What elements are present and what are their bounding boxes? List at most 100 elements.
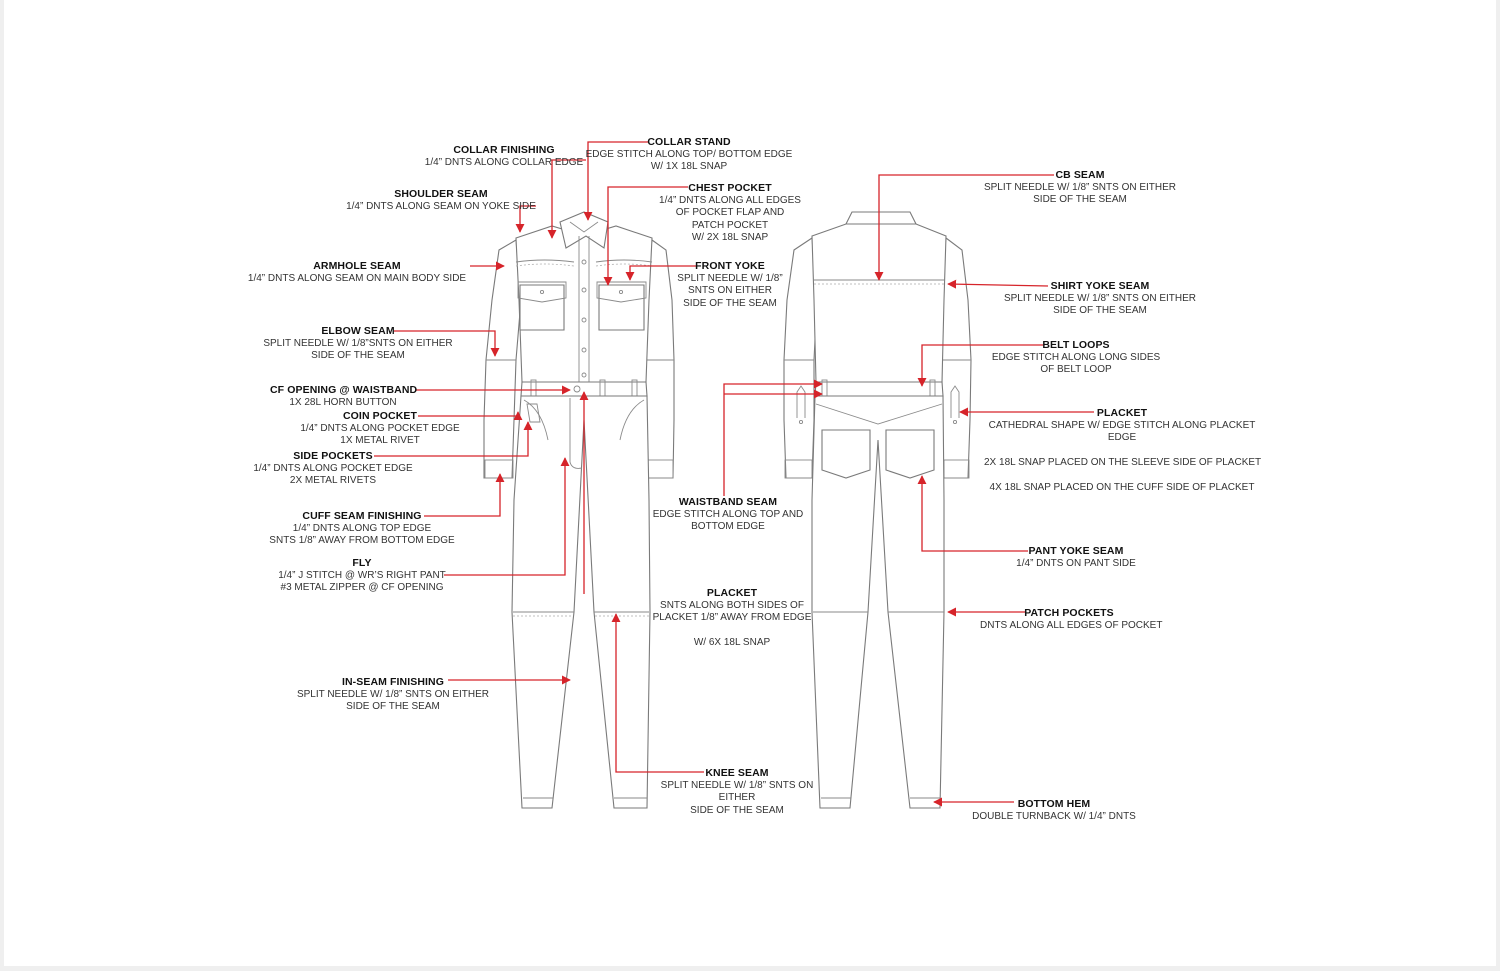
callout-desc: 4X 18L SNAP PLACED ON THE CUFF SIDE OF P…	[989, 482, 1255, 493]
callout-desc: 1/4” DNTS ALONG POCKET EDGE	[253, 462, 413, 474]
callout-desc: W/ 1X 18L SNAP	[650, 161, 728, 172]
callout-desc: SPLIT NEEDLE W/ 1/8” SNTS ON EITHER	[1003, 292, 1197, 304]
callout-title: WAISTBAND SEAM	[678, 496, 778, 508]
callout-title: COLLAR FINISHING	[453, 144, 555, 156]
callout-desc: 1/4” J STITCH @ WR’S RIGHT PANT	[278, 569, 446, 581]
callout-desc: EDGE STITCH ALONG TOP/ BOTTOM EDGE	[585, 148, 793, 160]
callout-elbow-seam: ELBOW SEAM SPLIT NEEDLE W/ 1/8”SNTS ON E…	[260, 325, 456, 363]
leader-cb-seam	[874, 174, 1054, 281]
chest-pocket-left	[519, 284, 565, 331]
callout-desc: EDGE STITCH ALONG TOP AND	[652, 508, 804, 520]
callout-title: SHOULDER SEAM	[394, 188, 488, 200]
leader-waistband-seam-back-1	[723, 379, 823, 496]
callout-title: ARMHOLE SEAM	[313, 260, 401, 272]
callout-desc: 1/4” DNTS ALONG TOP EDGE	[292, 522, 432, 534]
callout-title: PLACKET	[706, 587, 758, 599]
callout-desc: SNTS ALONG BOTH SIDES OF	[660, 599, 804, 611]
callout-desc	[984, 445, 1260, 458]
callout-desc: EDGE STITCH ALONG LONG SIDES	[991, 351, 1161, 363]
leader-chest-pocket	[603, 186, 688, 286]
callout-in-seam: IN-SEAM FINISHING SPLIT NEEDLE W/ 1/8” S…	[294, 676, 492, 714]
callout-desc: 1X 28L HORN BUTTON	[289, 396, 397, 408]
callout-front-yoke: FRONT YOKE SPLIT NEEDLE W/ 1/8” SNTS ON …	[670, 260, 790, 310]
front-view-sketch	[483, 211, 675, 809]
callout-desc: 1/4” DNTS ALONG ALL EDGES	[659, 194, 801, 206]
callout-desc: 1X METAL RIVET	[340, 435, 420, 446]
callout-placket-front: PLACKET SNTS ALONG BOTH SIDES OF PLACKET…	[644, 587, 820, 650]
leader-collar-stand	[583, 141, 648, 221]
callout-desc: W/ 2X 18L SNAP	[691, 232, 769, 243]
callout-title: FLY	[352, 557, 372, 569]
leader-fly	[444, 457, 570, 576]
callout-desc: DNTS ALONG ALL EDGES OF POCKET	[980, 619, 1163, 631]
callout-desc: SIDE OF THE SEAM	[1053, 305, 1147, 316]
leader-collar-finishing	[547, 159, 586, 239]
leader-side-pockets	[374, 421, 533, 457]
callout-title: SIDE POCKETS	[293, 450, 373, 462]
back-pants	[811, 395, 945, 809]
back-waistband	[814, 381, 944, 397]
callout-desc: 1/4” DNTS ON PANT SIDE	[1016, 557, 1136, 569]
leader-pant-yoke-seam	[917, 475, 1028, 552]
callout-side-pockets: SIDE POCKETS 1/4” DNTS ALONG POCKET EDGE…	[250, 450, 416, 488]
callout-waistband-seam: WAISTBAND SEAM EDGE STITCH ALONG TOP AND…	[648, 496, 808, 534]
leader-knee-seam	[611, 613, 704, 773]
callout-title: CHEST POCKET	[688, 182, 772, 194]
callout-title: CB SEAM	[1055, 169, 1105, 181]
leader-front-yoke	[625, 265, 696, 281]
callout-title: COIN POCKET	[342, 410, 418, 422]
callout-title: ELBOW SEAM	[321, 325, 395, 337]
callout-desc: SPLIT NEEDLE W/ 1/8” SNTS ON EITHER	[983, 181, 1177, 193]
callout-desc: SPLIT NEEDLE W/ 1/8” SNTS ON EITHER	[296, 688, 490, 700]
back-pocket-left	[821, 429, 871, 479]
garment-sketches	[374, 141, 1094, 809]
leader-coin-pocket	[418, 411, 523, 421]
callout-collar-finishing: COLLAR FINISHING 1/4” DNTS ALONG COLLAR …	[424, 144, 584, 169]
callout-desc: 1/4” DNTS ALONG SEAM ON YOKE SIDE	[346, 200, 536, 212]
callout-desc: PATCH POCKET	[691, 219, 769, 231]
callout-armhole-seam: ARMHOLE SEAM 1/4” DNTS ALONG SEAM ON MAI…	[244, 260, 470, 285]
callout-desc: 1/4” DNTS ALONG SEAM ON MAIN BODY SIDE	[247, 272, 467, 284]
callout-desc: 1/4” DNTS ALONG POCKET EDGE	[300, 422, 460, 434]
callout-desc: SPLIT NEEDLE W/ 1/8”	[677, 272, 783, 284]
leader-elbow-seam	[394, 330, 500, 357]
callout-title: BOTTOM HEM	[1017, 798, 1091, 810]
callout-desc: SIDE OF THE SEAM	[683, 297, 777, 309]
leader-shirt-yoke-seam	[947, 279, 1049, 289]
callout-desc: PLACKET 1/8” AWAY FROM EDGE	[652, 612, 812, 623]
callout-title: PANT YOKE SEAM	[1028, 545, 1124, 557]
callout-desc: SIDE OF THE SEAM	[311, 350, 405, 361]
callout-title: CF OPENING @ WAISTBAND	[270, 384, 418, 396]
callout-desc: CATHEDRAL SHAPE W/ EDGE STITCH ALONG PLA…	[988, 419, 1256, 431]
callout-desc: SNTS ON EITHER	[688, 285, 772, 296]
callout-title: IN-SEAM FINISHING	[341, 676, 445, 688]
callout-title: PLACKET	[1096, 407, 1148, 419]
callout-pant-yoke-seam: PANT YOKE SEAM 1/4” DNTS ON PANT SIDE	[1010, 545, 1142, 570]
callout-shoulder-seam: SHOULDER SEAM 1/4” DNTS ALONG SEAM ON YO…	[346, 188, 536, 213]
callout-title: CUFF SEAM FINISHING	[302, 510, 422, 522]
callout-desc: EDGE	[1107, 432, 1137, 443]
back-collar	[845, 211, 917, 225]
callout-desc: SPLIT NEEDLE W/ 1/8”SNTS ON EITHER	[263, 337, 453, 349]
callout-title: COLLAR STAND	[647, 136, 731, 148]
callout-desc	[644, 625, 820, 638]
leader-lines	[374, 141, 1094, 807]
callout-desc	[984, 470, 1260, 483]
callout-title: BELT LOOPS	[1042, 339, 1110, 351]
leader-belt-loops	[917, 344, 1043, 387]
callout-desc: OF POCKET FLAP AND	[675, 207, 785, 218]
callout-desc: SIDE OF THE SEAM	[346, 701, 440, 712]
callout-patch-pockets: PATCH POCKETS DNTS ALONG ALL EDGES OF PO…	[980, 607, 1163, 632]
callout-desc: 1/4” DNTS ALONG COLLAR EDGE	[424, 156, 584, 168]
callout-belt-loops: BELT LOOPS EDGE STITCH ALONG LONG SIDES …	[990, 339, 1162, 377]
back-pocket-right	[885, 429, 935, 479]
callout-title: PATCH POCKETS	[1024, 607, 1114, 619]
callout-chest-pocket: CHEST POCKET 1/4” DNTS ALONG ALL EDGES O…	[650, 182, 810, 245]
back-view-sketch	[783, 211, 972, 809]
leader-cuff-seam	[424, 473, 505, 517]
callout-desc: OF BELT LOOP	[1040, 364, 1112, 375]
callout-bottom-hem: BOTTOM HEM DOUBLE TURNBACK W/ 1/4” DNTS	[968, 798, 1140, 823]
callout-title: FRONT YOKE	[695, 260, 765, 272]
callout-desc: SNTS 1/8” AWAY FROM BOTTOM EDGE	[269, 535, 455, 546]
front-pants	[511, 395, 651, 809]
